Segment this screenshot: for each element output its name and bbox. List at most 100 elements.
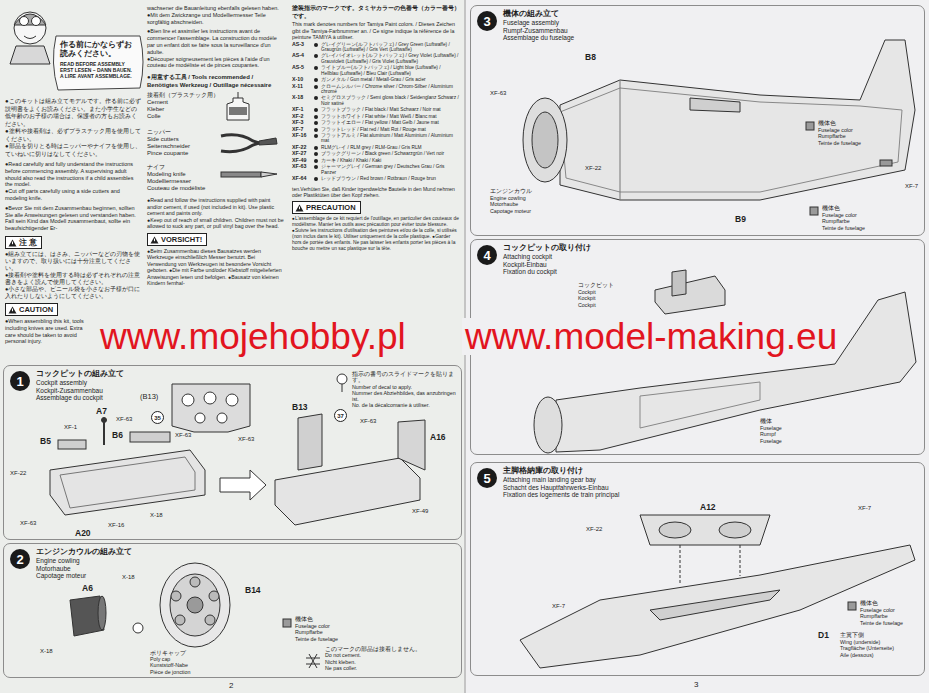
text-group: XF-22: [586, 526, 602, 533]
text-group: 3: [694, 680, 698, 690]
engine-cowling-parts: [70, 563, 320, 668]
part-number: A7: [96, 406, 107, 416]
paint-marker: [314, 78, 318, 82]
paint-code: XF-63: [490, 90, 506, 97]
paint-name: フラットアルミ / Flat aluminum / Matt Aluminium…: [321, 133, 459, 144]
paint-marker: [314, 152, 318, 156]
text-group: XF-63: [20, 520, 36, 527]
paint-code: XF-49: [292, 158, 312, 163]
paint-marker: [314, 159, 318, 163]
paint-code: X-18: [292, 95, 312, 100]
paint-name: ジャーマングレイ / German grey / Deutsches Grau …: [321, 164, 459, 175]
paint-code: XF-22: [586, 526, 602, 533]
paint-code: (B13): [140, 392, 158, 401]
part-number: 塗装指示のマークです。タミヤカラーの色番号（カラー番号）です。: [292, 5, 460, 20]
label-stack: 接着剤（プラスチック用）CementKleberColle: [147, 92, 219, 120]
text-group: B13: [292, 402, 308, 412]
knife-icon: [219, 164, 279, 190]
node-text: 4: [483, 249, 490, 262]
label-text: Fuselage: [760, 425, 820, 432]
text-group: B9: [735, 214, 746, 224]
warning-heading: CAUTION: [5, 303, 58, 316]
modeling-knife: [219, 164, 279, 186]
text-group: 機体色Fuselage colorRumpffarbeTeinte de fus…: [295, 616, 380, 642]
label-text: Colle: [147, 113, 219, 120]
label-text: Rumpffarbe: [822, 218, 902, 225]
step-heading: エンジンカウルの組み立てEngine cowlingMotorhaubeCapo…: [36, 547, 132, 580]
paint-code: XF-1: [292, 107, 312, 112]
text-group: エンジンカウルEngine cowlingMotorhaubeCapotage …: [490, 188, 560, 214]
text-group: XF-7: [858, 505, 871, 512]
label-text: 主翼下側: [840, 632, 922, 639]
text-group: コックピットCockpitKockpitCockpit: [578, 282, 642, 308]
step-title: Fixation des logements de train principa…: [503, 491, 619, 499]
text-group: 指示の番号のスライドマークを貼ります。Number of decal to ap…: [352, 371, 458, 409]
layout-row: XF-22RLMグレイ / RLM grey / RLM-Grau / Gris…: [292, 145, 460, 150]
text-group: 作る前にかならずお読みください。READ BEFORE ASSEMBLYERST…: [60, 40, 136, 79]
label-text: Fuselage color: [860, 607, 922, 614]
warning-triangle: [8, 239, 17, 247]
warning-triangle: [8, 306, 17, 314]
paint-marker: [314, 108, 318, 112]
label-text: ●小さな部品や、ビニール袋を小さなお子様が口に入れたりしないようにしてください。: [5, 286, 142, 300]
label-text: Modeling knife: [147, 171, 219, 178]
label-text: ●L'assemblage de ce kit requiert de l'ou…: [292, 216, 460, 252]
text-group: XF-22: [10, 470, 26, 477]
step-title: Fuselage assembly: [503, 19, 574, 27]
label-text: ●Bien lire et assimiler les instructions…: [147, 28, 285, 55]
step-title: Schacht des Hauptfahrwerks-Einbau: [503, 484, 619, 492]
text-group: B5: [40, 436, 51, 446]
paint-name: フラットイエロー / Flat yellow / Matt Gelb / Jau…: [321, 120, 459, 125]
paint-marker: [314, 66, 318, 70]
paint-code: XF-16: [292, 133, 312, 138]
paint-code: AS-4: [292, 53, 312, 58]
label-text: Tragfläche (Unterseite): [840, 645, 922, 652]
label-text: No. de la décalcomanie à utiliser.: [352, 402, 458, 408]
label-text: Cockpit: [578, 289, 642, 296]
label-text: ●部品を切りとる時はニッパーやナイフを使用し、ていねいに切りはなしてください。: [5, 143, 142, 158]
text-group: A16: [430, 432, 446, 442]
label-text: Engine cowling: [490, 195, 560, 202]
part-number: B5: [40, 436, 51, 446]
text-group: B6: [112, 430, 123, 440]
text-group: XF-49: [412, 508, 428, 515]
part-number: ●用意する工具 / Tools recommended / Benötigtes…: [147, 74, 285, 89]
text-group: 2: [229, 681, 233, 691]
node-text: 2: [16, 553, 23, 566]
paint-code: XF-22: [10, 470, 26, 477]
layout-row: XF-63 ジャーマングレイ / German grey / Deutsches …: [292, 164, 460, 175]
paint-name: レッドブラウン / Red brown / Rotbraun / Rouge b…: [321, 176, 459, 181]
step-title: Fixation du cockpit: [503, 268, 591, 276]
label-text: 指示の番号のスライドマークを貼ります。: [352, 371, 458, 384]
label-text: ●このキットは組み立てモデルです。作る前に必ず説明書をよくお読みください。また小…: [5, 98, 142, 128]
step-title: エンジンカウルの組み立て: [36, 547, 132, 557]
paint-code: XF-63: [292, 164, 312, 169]
part-number: B13: [292, 402, 308, 412]
part-number: B9: [735, 214, 746, 224]
paint-code: X-10: [292, 77, 312, 82]
label-text: Ne pas coller.: [325, 665, 460, 671]
warning-heading: 注 意: [5, 236, 42, 249]
layout-row: X-10ガンメタル / Gun metal / Metall-Grau / Gr…: [292, 77, 460, 82]
paint-code: XF-7: [552, 603, 565, 610]
layout-row: X-11クロームシルバー / Chrome silver / Chrom-Sil…: [292, 84, 460, 95]
label-text: Do not cement.: [325, 652, 460, 658]
watermark: www.model-making.eu: [462, 318, 840, 355]
text-group: XF-63: [490, 90, 506, 97]
layout-row: ナイフModeling knifeModelliermesserCouteau …: [147, 164, 285, 192]
watermark: www.mojehobby.pl: [97, 318, 409, 355]
paint-code: XF-27: [292, 151, 312, 156]
layout-row: AS-4グレイバイオレット(ルフトバッフェ) / Grey Violet (Lu…: [292, 53, 460, 64]
paint-code: XF-16: [108, 522, 124, 529]
text-group: A20: [75, 528, 91, 538]
warning-heading: VORSICHT!: [147, 233, 207, 246]
page-number: 2: [229, 681, 233, 691]
cement-bottle: [219, 92, 265, 122]
text-group: A6: [82, 583, 93, 593]
part-number: 作る前にかならずお読みください。: [60, 40, 136, 58]
part-number: A LIRE AVANT ASSEMBLAGE.: [60, 73, 136, 79]
step-number: 3: [477, 11, 497, 31]
paint-code: XF-7: [858, 505, 871, 512]
label-text: Pièce de jonction: [150, 669, 230, 675]
